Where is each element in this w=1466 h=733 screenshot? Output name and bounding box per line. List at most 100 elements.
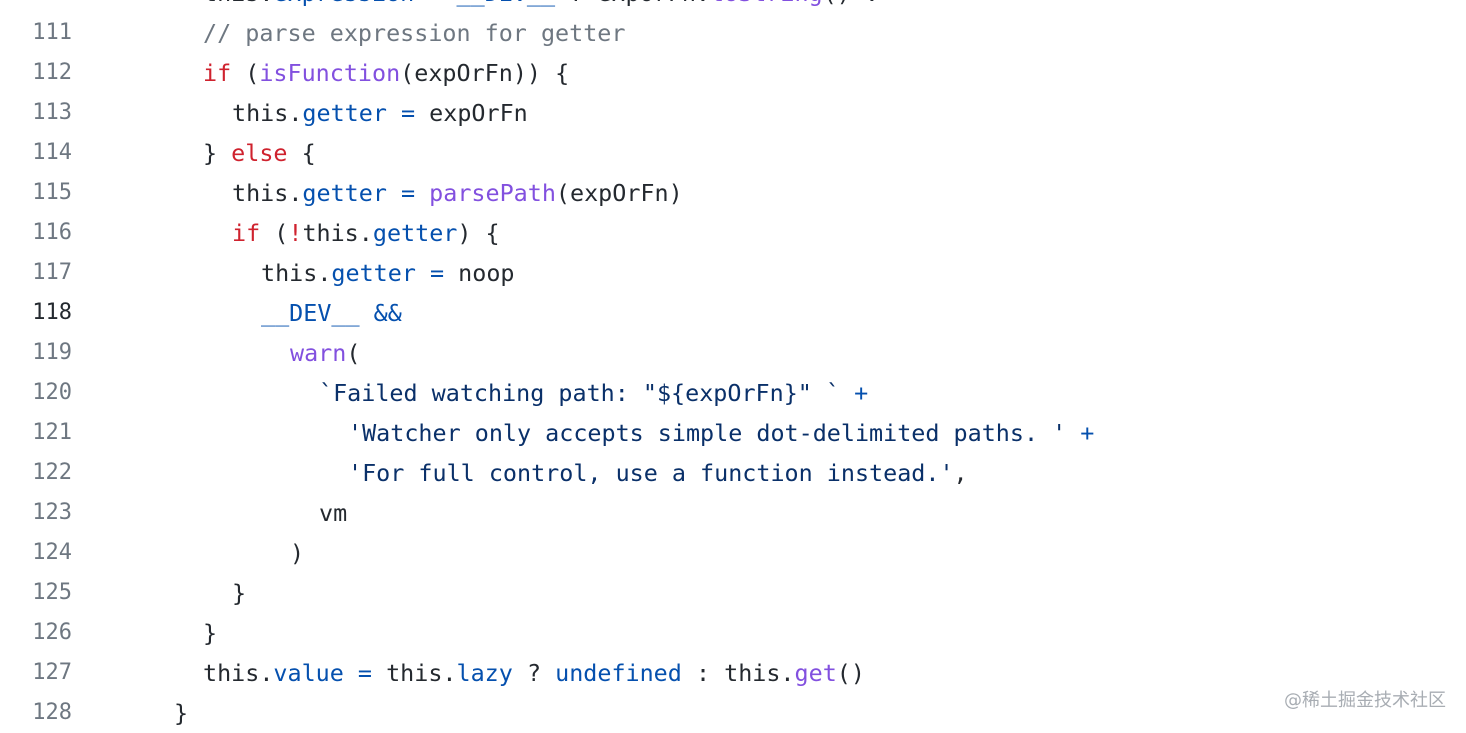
code-token-keyword: !	[288, 219, 303, 247]
line-number[interactable]: 120	[32, 380, 72, 405]
code-token-constant: __DEV__	[261, 299, 360, 327]
code-token-property: lazy	[456, 659, 513, 687]
code-token-plain: (expOrFn)) {	[400, 59, 570, 87]
code-token-keyword: if	[232, 219, 261, 247]
code-token-plain: this.	[203, 0, 273, 7]
code-token-string: `Failed watching path: "${expOrFn}" `	[319, 379, 841, 407]
line-code: if (isFunction(expOrFn)) {	[174, 53, 569, 93]
line-code: this.getter = expOrFn	[174, 93, 528, 133]
code-line: 120 `Failed watching path: "${expOrFn}" `…	[0, 373, 1466, 413]
line-code: )	[174, 533, 304, 573]
code-token-function: isFunction	[259, 59, 401, 87]
code-token-plain: this.	[232, 179, 303, 207]
line-code: this.value = this.lazy ? undefined : thi…	[174, 653, 865, 693]
code-token-plain: noop	[458, 259, 515, 287]
code-token-operator: +	[1066, 419, 1095, 447]
code-line: 125}	[0, 573, 1466, 613]
line-number[interactable]: 121	[32, 420, 72, 445]
line-code: `Failed watching path: "${expOrFn}" ` +	[174, 373, 868, 413]
code-token-plain: vm	[319, 499, 348, 527]
code-token-plain: this.	[232, 99, 303, 127]
watermark: @稀土掘金技术社区	[1284, 690, 1446, 711]
line-number[interactable]: 113	[32, 100, 72, 125]
line-number[interactable]: 122	[32, 460, 72, 485]
line-code: this.getter = parsePath(expOrFn)	[174, 173, 683, 213]
code-token-plain: ? expOrFn.	[555, 0, 710, 7]
code-token-constant: __DEV__	[457, 0, 556, 7]
line-number[interactable]: 117	[32, 260, 72, 285]
code-token-plain: ) {	[457, 219, 500, 247]
code-token-plain: ?	[512, 659, 556, 687]
code-token-operator: =	[343, 659, 387, 687]
code-line: 123 vm	[0, 493, 1466, 533]
line-number[interactable]: 119	[32, 340, 72, 365]
line-code: }	[174, 573, 246, 613]
code-line: 121 'Watcher only accepts simple dot-deli…	[0, 413, 1466, 453]
code-token-function: get	[794, 659, 837, 687]
code-token-plain: : this.	[681, 659, 795, 687]
code-line: 122 'For full control, use a function ins…	[0, 453, 1466, 493]
line-number[interactable]: 114	[32, 140, 72, 165]
code-token-plain: (	[260, 219, 289, 247]
line-code: }	[174, 693, 188, 733]
code-token-property: getter	[331, 259, 416, 287]
code-token-property: value	[273, 659, 344, 687]
code-token-plain: }	[232, 579, 247, 607]
code-line: 126}	[0, 613, 1466, 653]
code-line: 115 this.getter = parsePath(expOrFn)	[0, 173, 1466, 213]
code-token-plain: this.	[261, 259, 332, 287]
line-code: if (!this.getter) {	[174, 213, 500, 253]
code-token-plain: this.	[386, 659, 457, 687]
code-line: 118 __DEV__ &&	[0, 293, 1466, 333]
line-number[interactable]: 118	[32, 300, 72, 325]
code-token-constant: undefined	[555, 659, 682, 687]
code-token-plain: (	[231, 59, 260, 87]
code-token-plain: }	[203, 619, 218, 647]
line-number[interactable]: 128	[32, 700, 72, 725]
code-token-plain: ()	[836, 659, 865, 687]
line-number[interactable]: 124	[32, 540, 72, 565]
line-code: 'Watcher only accepts simple dot-delimit…	[174, 413, 1094, 453]
line-code: } else {	[174, 133, 316, 173]
line-number[interactable]: 127	[32, 660, 72, 685]
line-code: vm	[174, 493, 347, 533]
line-number[interactable]: 126	[32, 620, 72, 645]
code-token-plain: }	[203, 139, 232, 167]
code-token-plain: (	[346, 339, 361, 367]
line-number[interactable]: 111	[32, 20, 72, 45]
code-token-plain: =	[414, 0, 456, 7]
code-token-plain: this.	[302, 219, 373, 247]
line-code: this.getter = noop	[174, 253, 515, 293]
code-token-plain: (expOrFn)	[555, 179, 683, 207]
code-token-property: expression	[273, 0, 414, 7]
code-token-comment: // parse expression for getter	[203, 19, 626, 47]
code-line: 113 this.getter = expOrFn	[0, 93, 1466, 133]
code-token-keyword: if	[203, 59, 232, 87]
line-number[interactable]: 115	[32, 180, 72, 205]
code-token-plain: ,	[953, 459, 968, 487]
code-token-function: parsePath	[429, 179, 556, 207]
code-line: 128}	[0, 693, 1466, 733]
code-token-property: getter	[302, 99, 387, 127]
line-number[interactable]: 110	[0, 0, 72, 13]
code-token-string: 'Watcher only accepts simple dot-delimit…	[348, 419, 1067, 447]
line-code: }	[174, 613, 217, 653]
line-number[interactable]: 125	[32, 580, 72, 605]
code-token-property: getter	[302, 179, 387, 207]
code-token-operator: =	[386, 179, 430, 207]
line-code: __DEV__ &&	[174, 293, 402, 333]
line-number[interactable]: 112	[32, 60, 72, 85]
code-token-operator: =	[415, 259, 459, 287]
line-number[interactable]: 116	[32, 220, 72, 245]
code-line: 117 this.getter = noop	[0, 253, 1466, 293]
code-line: 111 // parse expression for getter	[0, 13, 1466, 53]
code-token-function: toString	[710, 0, 823, 7]
line-code: 'For full control, use a function instea…	[174, 453, 968, 493]
code-token-operator: +	[840, 379, 869, 407]
line-code: // parse expression for getter	[174, 13, 625, 53]
code-token-plain: {	[287, 139, 316, 167]
line-number[interactable]: 123	[32, 500, 72, 525]
